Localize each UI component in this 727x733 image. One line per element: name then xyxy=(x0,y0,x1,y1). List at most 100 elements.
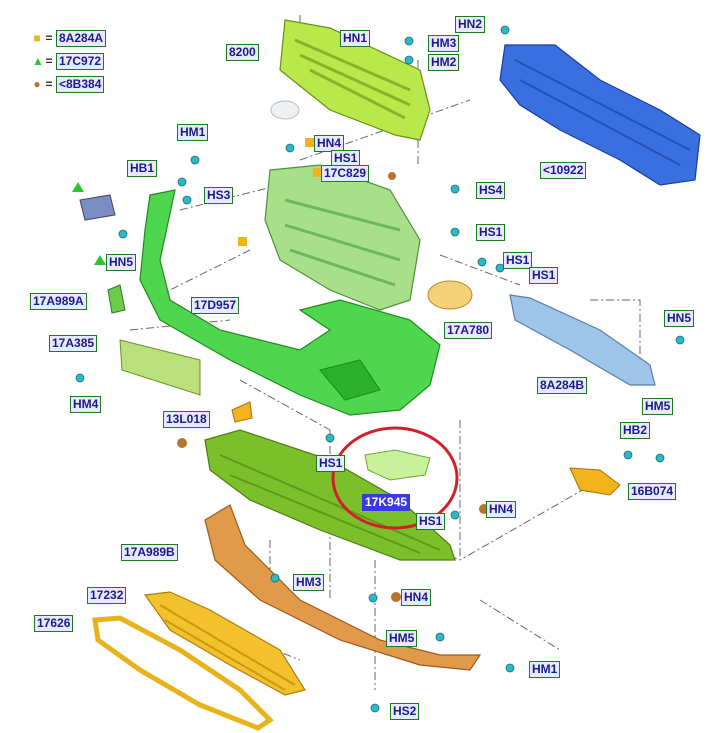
part-label[interactable]: HM5 xyxy=(642,398,674,415)
fastener-icon[interactable] xyxy=(270,573,280,583)
fog-lamp-bezel-part[interactable] xyxy=(364,449,431,481)
grille-carrier-part[interactable] xyxy=(264,164,421,311)
reinforcement-ribs xyxy=(514,59,691,166)
legend-triangle-icon xyxy=(72,182,84,192)
lower-valance-part[interactable] xyxy=(204,504,482,671)
fastener-icon[interactable] xyxy=(325,433,335,443)
part-label[interactable]: 16B074 xyxy=(628,483,677,500)
part-label[interactable]: HM2 xyxy=(428,54,460,71)
legend-row: ● =<8B384 xyxy=(32,76,105,93)
legend-circle-icon: ● xyxy=(33,77,41,91)
part-label[interactable]: HS1 xyxy=(529,267,559,284)
part-label[interactable]: 17232 xyxy=(87,587,127,604)
part-label[interactable]: 17A780 xyxy=(444,322,493,339)
fastener-icon[interactable] xyxy=(505,663,515,673)
part-label[interactable]: HS2 xyxy=(390,703,420,720)
fastener-icon[interactable] xyxy=(500,25,510,35)
part-label[interactable]: HS1 xyxy=(416,513,446,530)
legend-triangle-icon: ▲ xyxy=(32,54,44,68)
legend-label: 8A284A xyxy=(56,30,107,47)
legend-equals: = xyxy=(45,31,53,45)
grille-surround-part[interactable] xyxy=(92,615,274,731)
part-label[interactable]: HN1 xyxy=(340,30,371,47)
lower-grille-slats xyxy=(159,604,296,691)
part-label[interactable]: 13L018 xyxy=(163,411,210,428)
fastener-icon[interactable] xyxy=(404,36,414,46)
part-label[interactable]: HS1 xyxy=(476,224,506,241)
legend-square-icon: ■ xyxy=(33,31,41,45)
part-label[interactable]: HS3 xyxy=(204,187,234,204)
fastener-icon[interactable] xyxy=(655,453,665,463)
part-label[interactable]: HM5 xyxy=(386,630,418,647)
part-label[interactable]: HN5 xyxy=(664,310,695,327)
emblem-part[interactable] xyxy=(270,100,300,120)
side-bracket-part[interactable] xyxy=(79,194,116,221)
fastener-icon[interactable] xyxy=(370,703,380,713)
legend-equals: = xyxy=(45,54,53,68)
part-label[interactable]: 17A989B xyxy=(121,544,178,561)
part-label[interactable]: HN2 xyxy=(455,16,486,33)
legend-circle-icon xyxy=(177,438,187,448)
fastener-icon[interactable] xyxy=(75,373,85,383)
side-clip-part[interactable] xyxy=(107,284,126,314)
legend-equals: = xyxy=(45,77,53,91)
fastener-icon[interactable] xyxy=(404,55,414,65)
part-label[interactable]: HM3 xyxy=(428,35,460,52)
fastener-icon[interactable] xyxy=(177,177,187,187)
part-label-selected[interactable]: 17K945 xyxy=(362,494,411,511)
part-label[interactable]: HS1 xyxy=(331,150,361,167)
part-label[interactable]: HM1 xyxy=(177,124,209,141)
part-label[interactable]: 17A989A xyxy=(30,293,87,310)
bumper-reinforcement-part[interactable] xyxy=(499,44,701,186)
sensor-bracket-part[interactable] xyxy=(427,280,473,310)
fastener-icon[interactable] xyxy=(450,227,460,237)
bumper-cover-part[interactable] xyxy=(139,189,441,416)
part-label[interactable]: HB1 xyxy=(127,160,158,177)
part-label[interactable]: 17C829 xyxy=(321,165,370,182)
part-label[interactable]: HS1 xyxy=(316,455,346,472)
fastener-icon[interactable] xyxy=(182,195,192,205)
part-label[interactable]: 8A284B xyxy=(537,377,588,394)
legend-square-icon xyxy=(305,138,314,147)
energy-absorber-part[interactable] xyxy=(509,294,656,386)
legend-square-icon xyxy=(238,237,247,246)
part-label[interactable]: <10922 xyxy=(540,162,587,179)
part-label[interactable]: HN5 xyxy=(106,254,137,271)
fastener-icon[interactable] xyxy=(450,510,460,520)
part-label[interactable]: HN4 xyxy=(486,501,517,518)
part-label[interactable]: HN4 xyxy=(314,135,345,152)
part-label[interactable]: 17D957 xyxy=(191,297,240,314)
fastener-icon[interactable] xyxy=(623,450,633,460)
part-label[interactable]: HM4 xyxy=(70,396,102,413)
fastener-icon[interactable] xyxy=(477,257,487,267)
part-label[interactable]: 8200 xyxy=(226,44,259,61)
tow-cover-part[interactable] xyxy=(231,401,253,423)
carrier-ribs xyxy=(284,198,401,287)
legend-label: <8B384 xyxy=(56,76,105,93)
part-label[interactable]: HM3 xyxy=(293,574,325,591)
part-label[interactable]: HB2 xyxy=(620,422,651,439)
part-label[interactable]: HN4 xyxy=(401,589,432,606)
grille-slats xyxy=(294,38,411,120)
fastener-icon[interactable] xyxy=(450,184,460,194)
tow-hook-cover-part[interactable] xyxy=(569,467,621,496)
legend-row: ■ =8A284A xyxy=(32,30,107,47)
legend-circle-icon xyxy=(388,172,396,180)
legend-square-icon xyxy=(313,168,322,177)
part-label[interactable]: HM1 xyxy=(529,661,561,678)
fastener-icon[interactable] xyxy=(675,335,685,345)
license-plate-bracket-part[interactable] xyxy=(119,339,201,396)
part-label[interactable]: 17A385 xyxy=(49,335,98,352)
part-label[interactable]: HS4 xyxy=(476,182,506,199)
fastener-icon[interactable] xyxy=(368,593,378,603)
part-label[interactable]: HS1 xyxy=(503,252,533,269)
part-label[interactable]: 17626 xyxy=(34,615,74,632)
fastener-icon[interactable] xyxy=(285,143,295,153)
highlight-ring xyxy=(331,426,459,530)
fastener-icon[interactable] xyxy=(435,632,445,642)
deflector-ribs xyxy=(219,454,441,554)
fastener-icon[interactable] xyxy=(118,229,128,239)
fastener-icon[interactable] xyxy=(190,155,200,165)
